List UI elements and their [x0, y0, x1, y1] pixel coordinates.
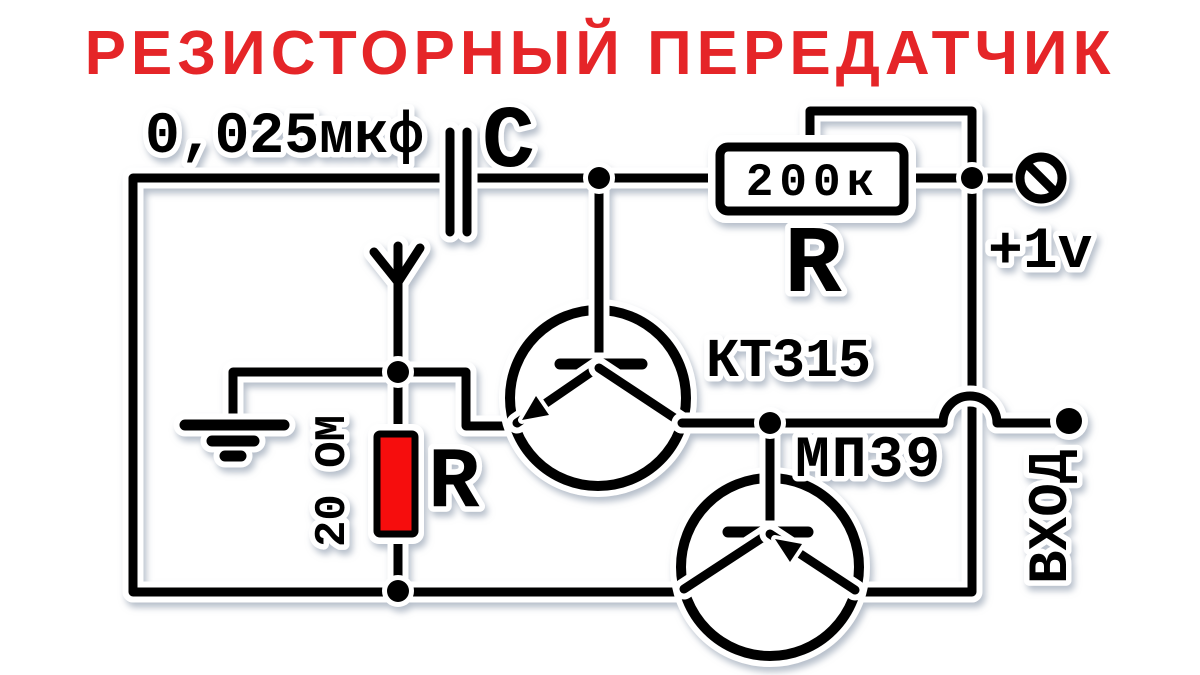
- capacitor-name-label: C: [482, 94, 535, 193]
- wire-emitter-kt315: [400, 372, 514, 426]
- emitter-resistor-value-label: 20 ОМ: [308, 415, 358, 547]
- feedback-resistor-name-label: R: [784, 211, 842, 320]
- transistor-kt315-label: КТ315: [706, 330, 871, 393]
- capacitor-symbol: [450, 132, 467, 232]
- wire-right-rail: [858, 178, 972, 592]
- feedback-resistor-box: [708, 135, 916, 223]
- transistor-mp39-symbol: [670, 424, 870, 667]
- feedback-resistor-value-label: 200к: [746, 157, 880, 209]
- input-label: ВХОД: [1019, 450, 1083, 584]
- junction-dot: [387, 361, 409, 383]
- emitter-arrow-icon: [518, 392, 553, 424]
- supply-voltage-label: +1v: [988, 220, 1092, 285]
- transistor-kt315-symbol: [499, 178, 697, 497]
- junction-dots: [382, 162, 988, 607]
- supply-terminal-icon: [1012, 149, 1070, 207]
- transistor-mp39-label: МП39: [795, 429, 942, 494]
- junction-dot: [961, 167, 983, 189]
- ground-icon: [185, 372, 398, 456]
- emitter-arrow-icon: [771, 535, 806, 566]
- page-title: РЕЗИСТОРНЫЙ ПЕРЕДАТЧИК: [85, 18, 1116, 88]
- junction-dot: [387, 580, 409, 602]
- junction-dot: [588, 167, 610, 189]
- emitter-resistor-name-label: R: [428, 434, 480, 532]
- input-terminal-dot: [1050, 402, 1088, 440]
- antenna-icon: [374, 246, 420, 372]
- wire-collector-to-input: [682, 396, 1057, 423]
- emitter-resistor-body: [368, 424, 424, 544]
- junction-dot: [759, 412, 781, 434]
- capacitor-value-label: 0,025мкф: [145, 105, 423, 170]
